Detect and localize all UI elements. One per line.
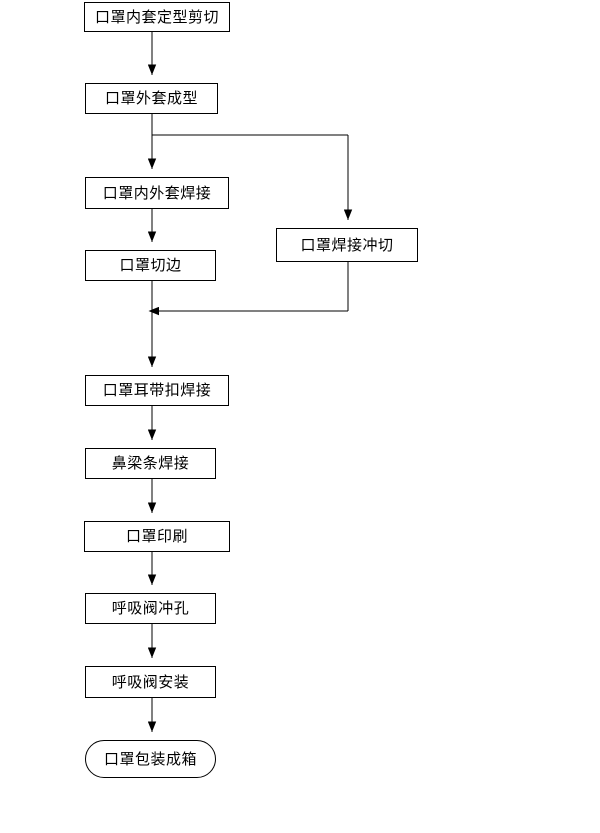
node-packaging-boxing[interactable]: 口罩包装成箱	[85, 740, 216, 778]
node-outer-cover-forming[interactable]: 口罩外套成型	[85, 83, 218, 114]
node-nose-bridge-welding[interactable]: 鼻梁条焊接	[85, 448, 216, 479]
node-inner-outer-cover-welding[interactable]: 口罩内外套焊接	[85, 177, 229, 209]
node-mask-edge-cutting[interactable]: 口罩切边	[85, 250, 216, 281]
node-mask-printing[interactable]: 口罩印刷	[84, 521, 230, 552]
node-mask-welding-punching[interactable]: 口罩焊接冲切	[276, 228, 418, 262]
node-valve-installation[interactable]: 呼吸阀安装	[85, 666, 216, 698]
node-valve-hole-punching[interactable]: 呼吸阀冲孔	[85, 593, 216, 624]
node-inner-cover-shaping-cutting[interactable]: 口罩内套定型剪切	[84, 2, 230, 32]
node-ear-band-buckle-welding[interactable]: 口罩耳带扣焊接	[85, 375, 229, 406]
